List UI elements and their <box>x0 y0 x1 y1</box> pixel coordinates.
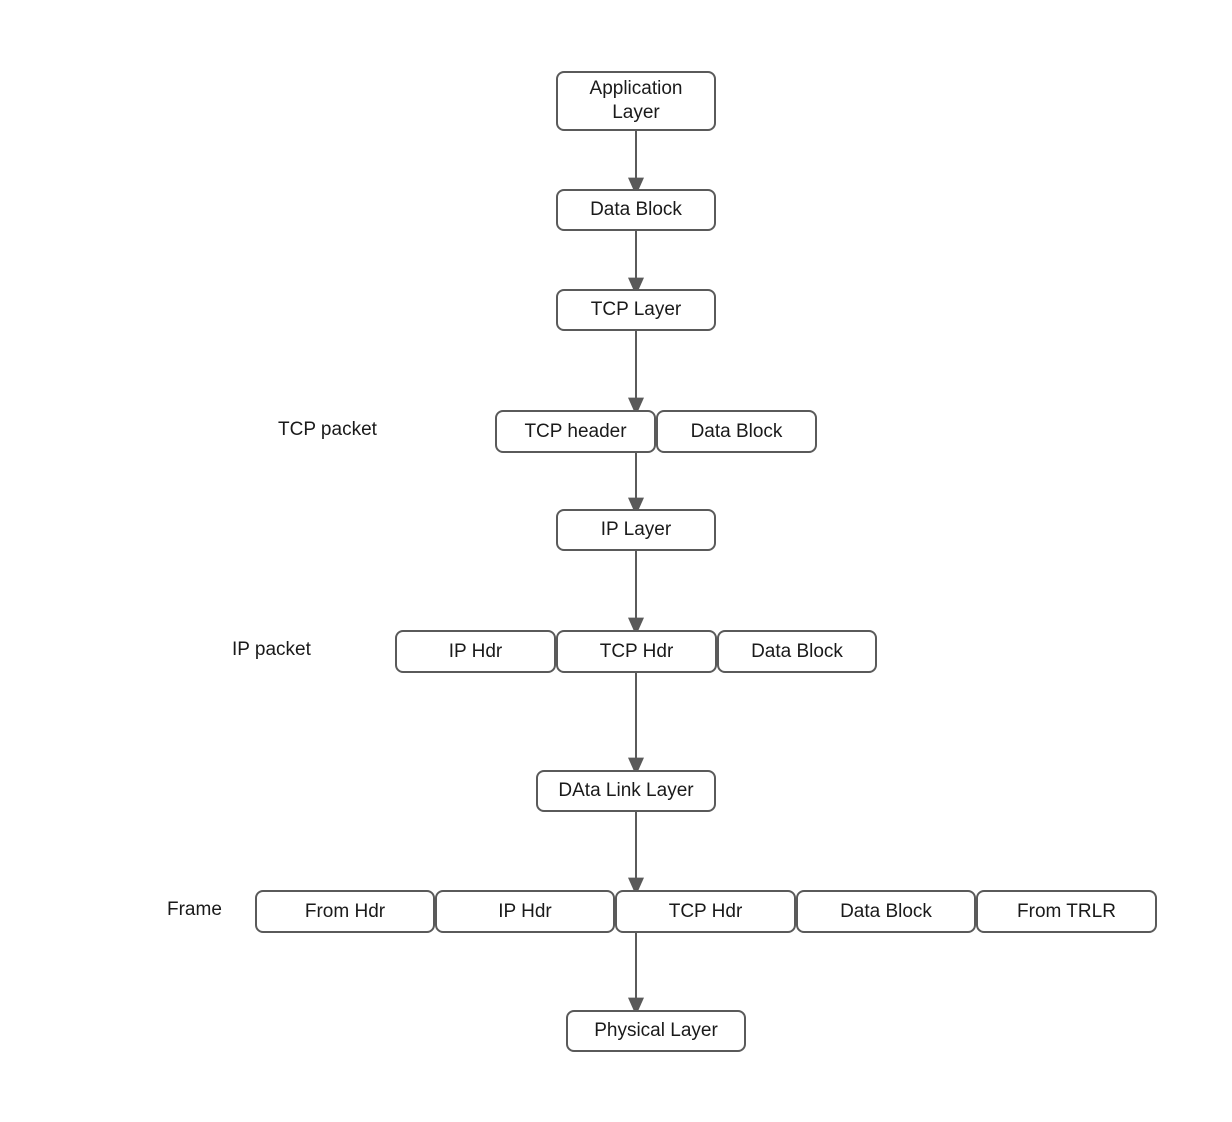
node-physical-layer[interactable]: Physical Layer <box>566 1010 746 1052</box>
node-ip-layer[interactable]: IP Layer <box>556 509 716 551</box>
ip-packet-segment-ip-hdr[interactable]: IP Hdr <box>395 630 556 673</box>
ip-packet-segment-tcp-hdr-label: TCP Hdr <box>599 640 674 662</box>
node-tcp-layer[interactable]: TCP Layer <box>556 289 716 331</box>
frame-segment-from-hdr-label: From Hdr <box>304 900 386 922</box>
frame-segment-from-hdr[interactable]: From Hdr <box>255 890 435 933</box>
ip-packet-row: IP Hdr TCP Hdr Data Block <box>395 630 877 673</box>
frame-segment-tcp-hdr[interactable]: TCP Hdr <box>615 890 796 933</box>
frame-segment-from-trlr-label: From TRLR <box>1017 900 1116 922</box>
tcp-packet-segment-tcp-header-label: TCP header <box>524 420 627 442</box>
label-tcp-packet: TCP packet <box>278 419 377 440</box>
frame-segment-data-block-label: Data Block <box>840 900 932 922</box>
label-ip-packet: IP packet <box>232 639 311 660</box>
physical-layer-label: Physical Layer <box>594 1020 718 1042</box>
frame-segment-from-trlr[interactable]: From TRLR <box>976 890 1157 933</box>
frame-row: From Hdr IP Hdr TCP Hdr Data Block From … <box>255 890 1157 933</box>
tcp-packet-segment-tcp-header[interactable]: TCP header <box>495 410 656 453</box>
node-data-link-layer[interactable]: DAta Link Layer <box>536 770 716 812</box>
data-link-layer-label: DAta Link Layer <box>558 780 694 802</box>
application-layer-label-line2: Layer <box>612 102 660 123</box>
frame-segment-ip-hdr-label: IP Hdr <box>498 900 552 922</box>
application-layer-label-line1: Application <box>589 77 683 99</box>
tcp-packet-segment-data-block[interactable]: Data Block <box>656 410 817 453</box>
node-data-block[interactable]: Data Block <box>556 189 716 231</box>
ip-packet-segment-ip-hdr-label: IP Hdr <box>448 640 503 662</box>
frame-segment-tcp-hdr-label: TCP Hdr <box>668 900 743 922</box>
label-frame: Frame <box>167 899 222 920</box>
frame-segment-data-block[interactable]: Data Block <box>796 890 976 933</box>
ip-packet-segment-data-block-label: Data Block <box>751 640 843 662</box>
tcp-layer-label: TCP Layer <box>590 299 682 321</box>
ip-packet-segment-data-block[interactable]: Data Block <box>717 630 877 673</box>
node-application-layer[interactable]: Application Layer <box>556 71 716 131</box>
tcp-packet-row: TCP header Data Block <box>495 410 817 453</box>
data-block-label: Data Block <box>590 199 682 221</box>
frame-segment-ip-hdr[interactable]: IP Hdr <box>435 890 615 933</box>
ip-layer-label: IP Layer <box>600 519 672 541</box>
ip-packet-segment-tcp-hdr[interactable]: TCP Hdr <box>556 630 717 673</box>
tcp-packet-segment-data-block-label: Data Block <box>690 420 783 442</box>
